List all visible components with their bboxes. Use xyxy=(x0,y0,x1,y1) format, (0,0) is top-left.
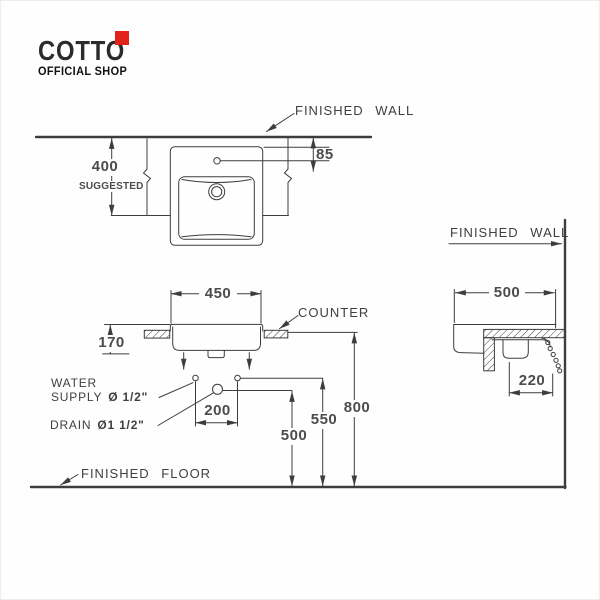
counter-hatch-left xyxy=(143,329,171,339)
water-supply-label-line2: SUPPLY Ø 1/2" xyxy=(51,390,149,404)
counter-slab-hatch xyxy=(483,328,566,339)
dim-500-front-label: 500 xyxy=(277,427,311,445)
side-view-lines xyxy=(448,218,567,490)
sink-rim-front xyxy=(169,323,264,332)
drain-word: DRAIN xyxy=(50,418,92,432)
basin-outline-plan xyxy=(178,176,255,240)
counter-label: COUNTER xyxy=(298,305,370,320)
drain-chain xyxy=(545,339,563,374)
water-supply-word: SUPPLY xyxy=(51,390,103,404)
water-supply-point-left xyxy=(192,374,199,382)
side-finished-wall-label: FINISHED WALL xyxy=(450,225,570,240)
brand-official-shop: OFFICIAL SHOP xyxy=(38,66,128,78)
counter-hatch-right xyxy=(263,329,289,339)
dim-550-label: 550 xyxy=(307,411,341,429)
drain-stub xyxy=(207,349,225,359)
drain-size: Ø1 1/2" xyxy=(97,418,145,432)
dim-170-label: 170 xyxy=(94,334,129,352)
plan-view-lines xyxy=(34,113,373,246)
dim-85-label: 85 xyxy=(316,146,334,163)
counter-apron-hatch xyxy=(483,337,495,372)
water-supply-label-line1: WATER xyxy=(51,376,97,390)
brand-name: COTTO xyxy=(38,35,126,66)
cotto-logo: COTTO OFFICIAL SHOP xyxy=(38,29,148,79)
drain-label: DRAIN Ø1 1/2" xyxy=(50,418,145,432)
finished-floor-label: FINISHED FLOOR xyxy=(81,466,212,481)
brand-red-square xyxy=(115,31,129,45)
faucet-hole xyxy=(213,157,221,165)
drain-point xyxy=(212,383,223,395)
dim-450-label: 450 xyxy=(199,285,237,303)
dim-400-label: 400 xyxy=(87,158,123,176)
water-supply-point-right xyxy=(234,374,241,382)
dim-500-side-label: 500 xyxy=(489,284,525,302)
water-supply-size: Ø 1/2" xyxy=(108,390,149,404)
dim-800-label: 800 xyxy=(340,399,374,417)
drain-hole-inner xyxy=(211,186,223,198)
front-view-lines xyxy=(29,290,567,489)
dim-200-label: 200 xyxy=(204,402,231,419)
sink-profile-side xyxy=(453,324,485,354)
drain-boss-side xyxy=(502,339,529,359)
drain-hole-outer xyxy=(208,183,226,201)
plan-finished-wall-label: FINISHED WALL xyxy=(295,103,415,118)
suggested-label: SUGGESTED xyxy=(78,181,144,192)
dim-220-label: 220 xyxy=(518,372,546,389)
sink-body-front xyxy=(172,326,261,351)
sink-outline-plan xyxy=(169,146,264,246)
